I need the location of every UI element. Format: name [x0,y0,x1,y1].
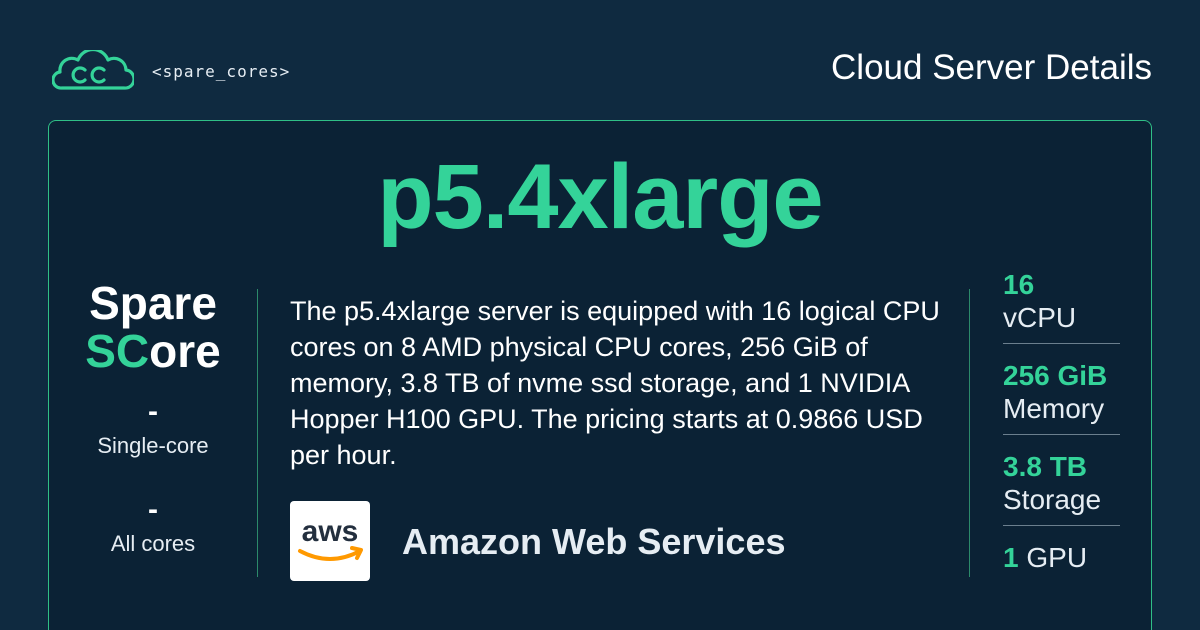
gpu-line: 1 GPU [1003,542,1120,574]
storage-value: 3.8 TB [1003,451,1088,482]
memory-value: 256 GiB [1003,360,1108,391]
gpu-value: 1 [1003,542,1019,573]
single-core-label: Single-core [97,433,209,458]
memory-label: Memory [1003,393,1105,424]
server-card: p5.4xlarge Spare SCore - Single-core - A… [48,120,1152,630]
score-rest: ore [149,325,221,377]
spare-cores-cloud-logo-icon [52,50,134,90]
all-cores-score: - [148,493,158,526]
aws-smile-icon: aws [298,515,363,561]
left-divider [257,289,258,577]
single-core-score: - [148,395,158,428]
aws-logo: aws [290,501,370,581]
aws-logo-text: aws [302,515,359,548]
all-cores-label: All cores [110,531,196,556]
page-title: Cloud Server Details [831,48,1152,87]
score-accent: SC [85,325,150,377]
spec-gpu: 1 GPU [1003,538,1120,582]
spec-storage: 3.8 TB Storage [1003,447,1120,526]
vcpu-value: 16 [1003,269,1035,300]
server-description: The p5.4xlarge server is equipped with 1… [290,296,940,470]
gpu-label: GPU [1026,542,1088,573]
right-divider [969,289,970,577]
spec-list: 16 vCPU 256 GiB Memory 3.8 TB Storage 1 … [1003,265,1120,594]
brand-name: <spare_cores> [152,62,291,81]
vcpu-label: vCPU [1003,302,1077,333]
provider-name: Amazon Web Services [402,521,786,562]
spec-memory: 256 GiB Memory [1003,356,1120,435]
spare-score-subtitle: SCore [49,327,257,375]
storage-label: Storage [1003,484,1102,515]
spec-vcpu: 16 vCPU [1003,265,1120,344]
server-name: p5.4xlarge [377,146,823,248]
spare-score-panel: Spare SCore - Single-core - All cores [49,279,257,557]
spare-score-title: Spare [89,277,217,329]
